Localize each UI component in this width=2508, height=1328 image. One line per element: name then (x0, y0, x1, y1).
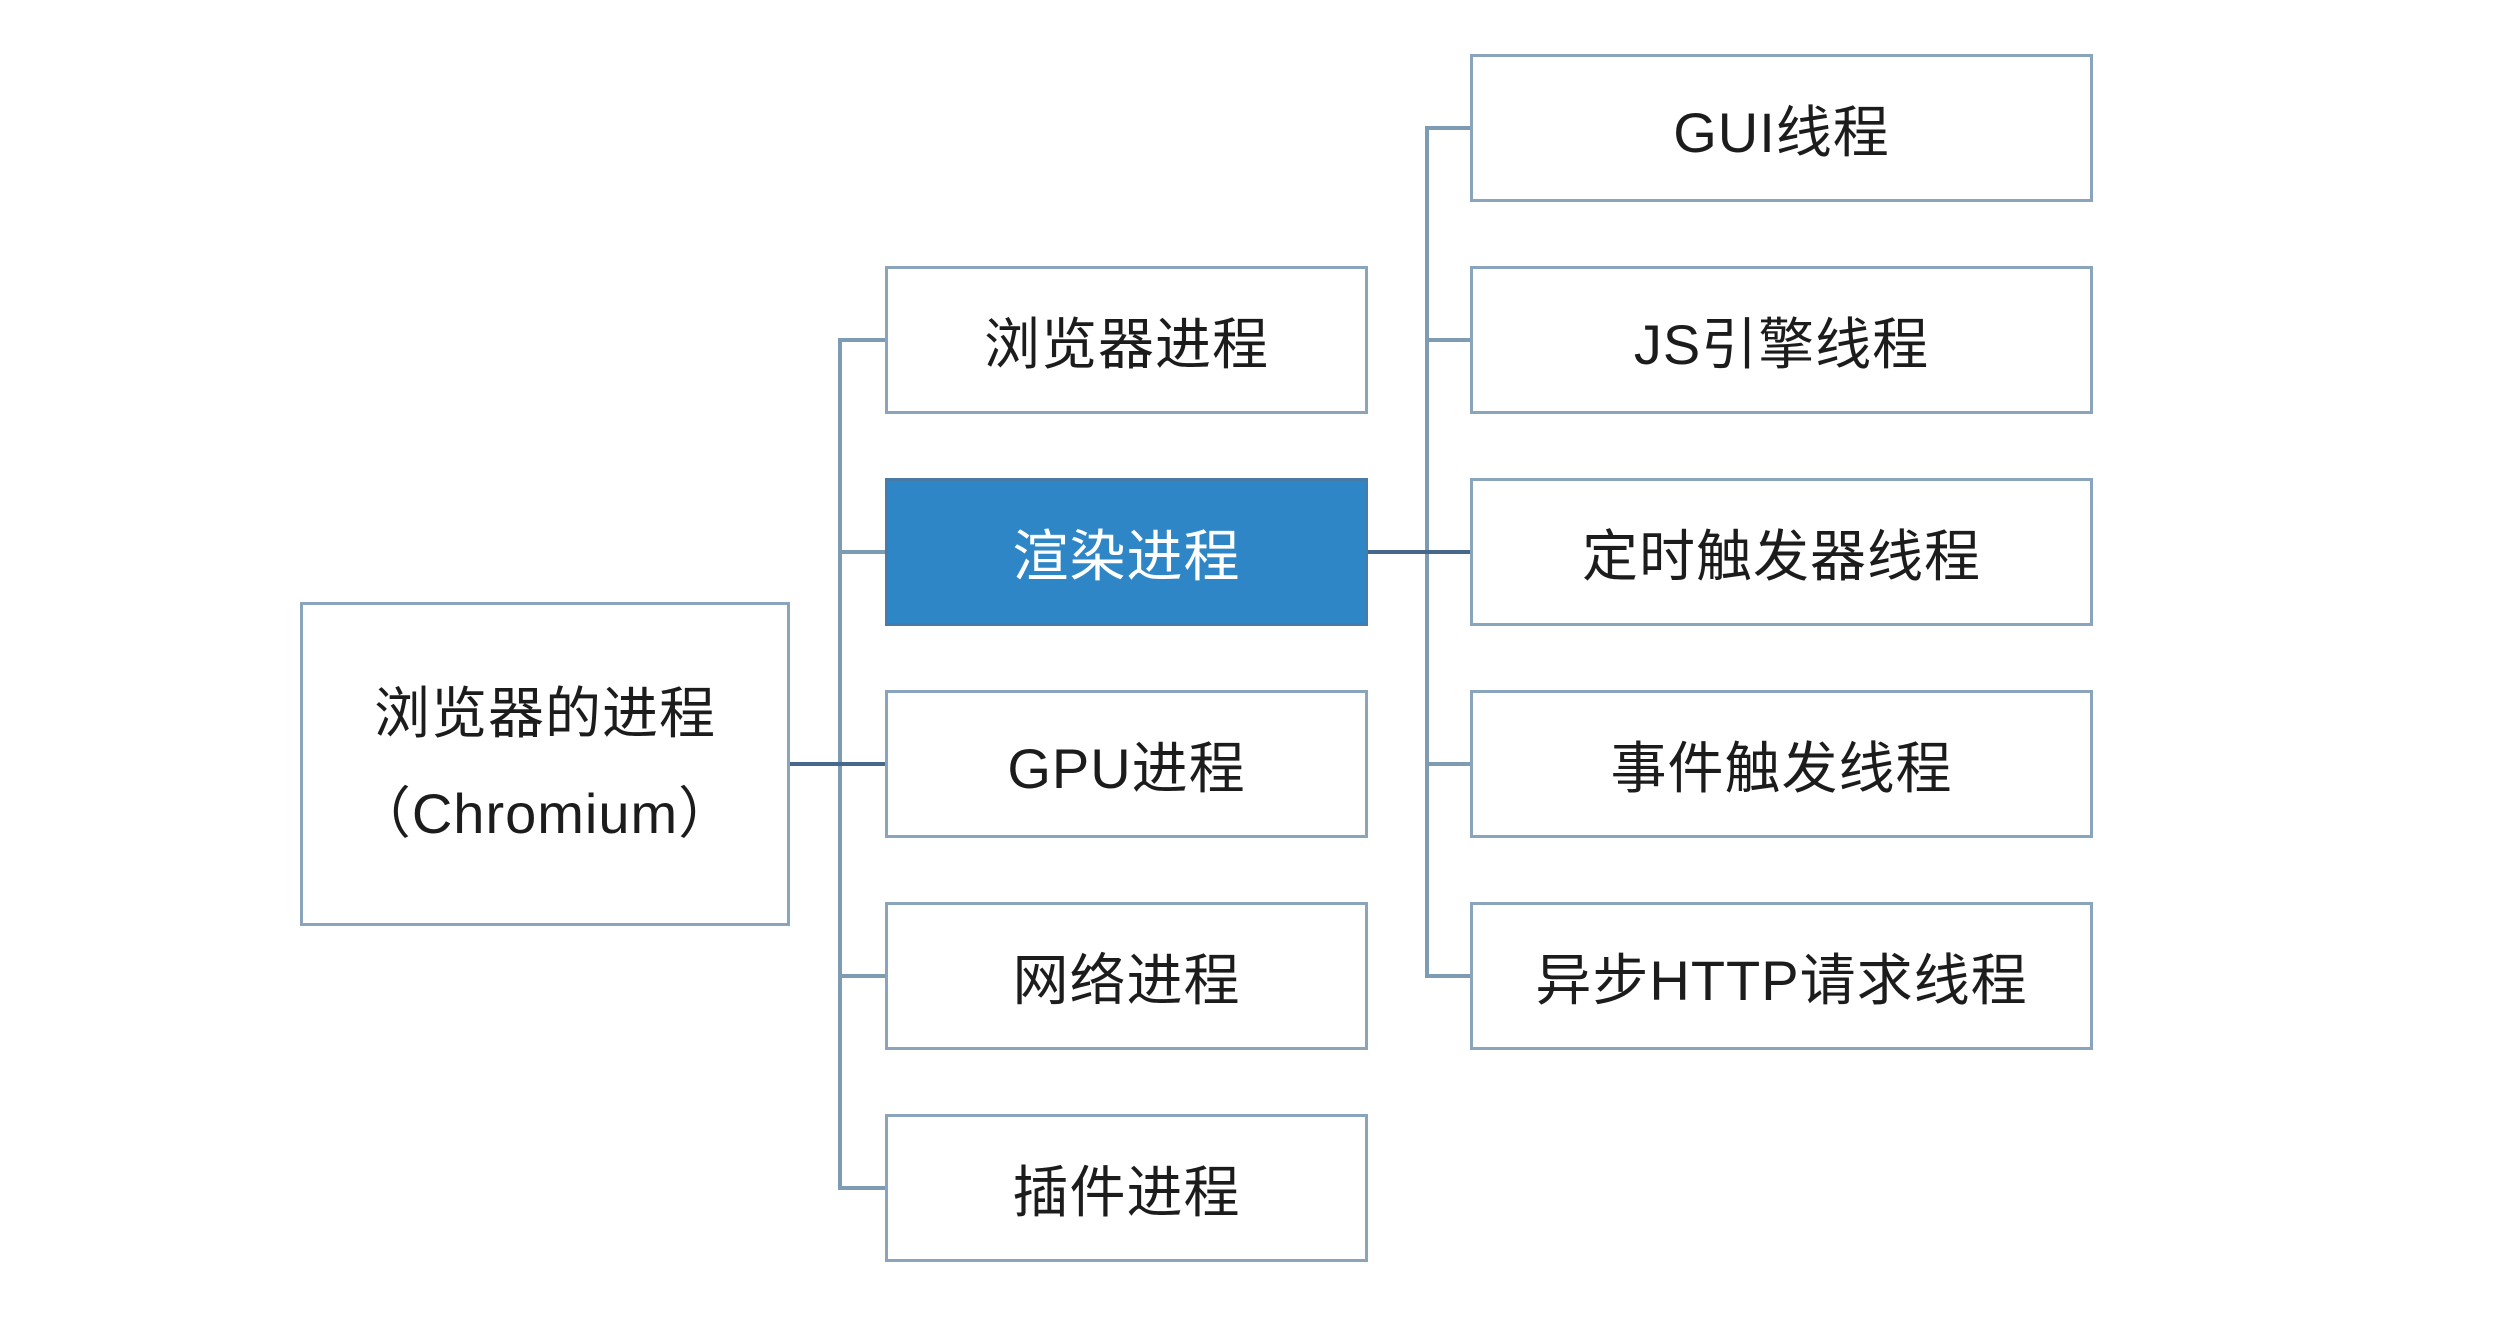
root-node-label-line1: 浏览器的进程 (374, 682, 716, 745)
stub-process-4 (840, 1186, 885, 1190)
stub-thread-3 (1427, 762, 1470, 766)
tree-node-label: 定时触发器线程 (1582, 524, 1981, 588)
stub-thread-0 (1427, 126, 1470, 130)
tree-node-network-process: 网络进程 (885, 902, 1368, 1050)
tree-node-label: 异步HTTP请求线程 (1535, 948, 2028, 1012)
tree-node-async-http-thread: 异步HTTP请求线程 (1470, 902, 2093, 1050)
tree-node-js-engine-thread: JS引擎线程 (1470, 266, 2093, 414)
tree-node-event-trigger-thread: 事件触发线程 (1470, 690, 2093, 838)
connector-render-to-threads (1368, 550, 1470, 554)
tree-node-plugin-process: 插件进程 (885, 1114, 1368, 1262)
tree-node-label: 事件触发线程 (1610, 736, 1953, 800)
stub-process-1 (840, 550, 885, 554)
stub-thread-1 (1427, 338, 1470, 342)
tree-node-label: 浏览器进程 (984, 312, 1269, 376)
tree-node-label: GUI线程 (1673, 100, 1890, 164)
stub-process-3 (840, 974, 885, 978)
connector-root-to-processes (790, 762, 885, 766)
tree-node-label: GPU进程 (1007, 736, 1246, 800)
tree-node-timer-trigger-thread: 定时触发器线程 (1470, 478, 2093, 626)
tree-node-render-process: 渲染进程 (885, 478, 1368, 626)
tree-node-label: 渲染进程 (1012, 524, 1241, 588)
stub-thread-4 (1427, 974, 1470, 978)
root-node-label-line2: （Chromium） (354, 782, 736, 845)
root-node-browser-processes: 浏览器的进程 （Chromium） (300, 602, 790, 926)
tree-node-gui-thread: GUI线程 (1470, 54, 2093, 202)
tree-node-label: 网络进程 (1012, 948, 1241, 1012)
tree-node-browser-process: 浏览器进程 (885, 266, 1368, 414)
stub-process-0 (840, 338, 885, 342)
tree-node-gpu-process: GPU进程 (885, 690, 1368, 838)
tree-node-label: 插件进程 (1012, 1160, 1241, 1224)
tree-node-label: JS引擎线程 (1633, 312, 1930, 376)
